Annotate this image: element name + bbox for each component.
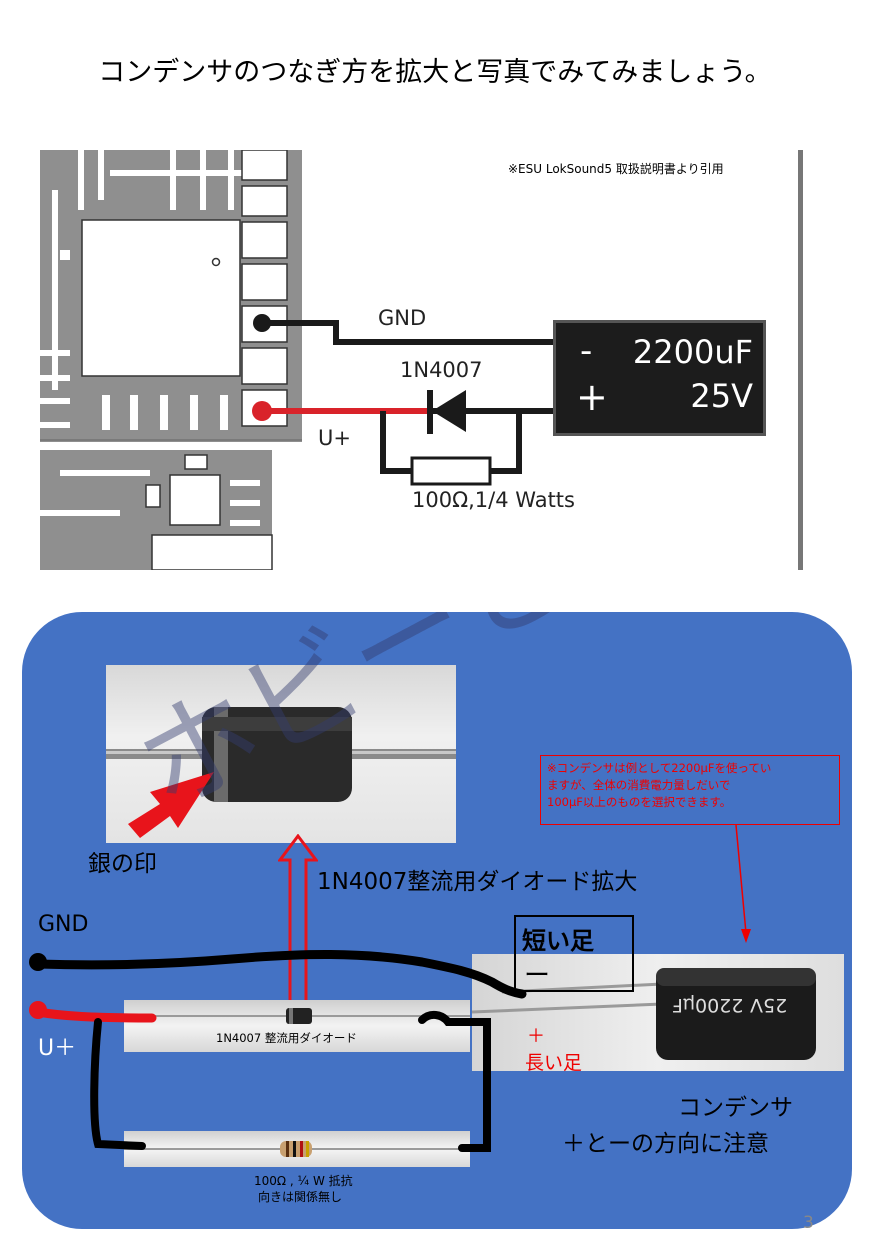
note-line-1: ※コンデンサは例として2200μFを使ってい [547, 761, 772, 775]
gnd-wire-photo [33, 950, 527, 999]
diode-strip-label: 1N4007 整流用ダイオード [216, 1031, 357, 1045]
short-leg-sign: ー [524, 961, 551, 991]
photo-u-plus-label: U＋ [38, 1036, 77, 1061]
gnd-wire [262, 320, 553, 345]
resistor-symbol [410, 456, 492, 486]
citation-note: ※ESU LokSound5 取扱説明書より引用 [508, 162, 724, 176]
gnd-dot-photo [29, 953, 47, 971]
gnd-dot [253, 314, 271, 332]
long-leg-label: 長い足 [525, 1052, 583, 1074]
diode-zoom-photo [106, 665, 456, 843]
long-lead [471, 1002, 663, 1014]
resistor-label-2: 向きは関係無し [258, 1190, 343, 1204]
diode-zoom-label: 1N4007整流用ダイオード拡大 [317, 869, 638, 895]
diode-symbol [432, 390, 466, 432]
schem-gnd-label: GND [378, 306, 427, 330]
capacitor-symbol: - + 2200uF 25V [553, 320, 766, 436]
wiring-schematic: ※ESU LokSound5 取扱説明書より引用 GND 1N4007 U+ 1… [40, 150, 810, 570]
capacitor-label-1: コンデンサ [678, 1095, 793, 1121]
silver-mark-arrow [128, 772, 214, 838]
capacitor-note: ※コンデンサは例として2200μFを使ってい ますが、全体の消費電力量しだいで … [540, 755, 840, 825]
capacitor-label-2: ＋とーの方向に注意 [562, 1131, 769, 1157]
cap-voltage: 25V [690, 377, 753, 415]
photo-panel: 銀の印 1N4007整流用ダイオード拡大 ※コンデンサは例として2200μFを使… [22, 612, 852, 1229]
resistor-wire-left [90, 1018, 146, 1150]
schem-diode-label: 1N4007 [400, 358, 483, 382]
cap-minus-sign: - [580, 331, 593, 371]
short-leg-label: 短い足 [522, 927, 594, 955]
u-plus-dot [252, 401, 272, 421]
small-ic [169, 474, 221, 526]
diode-strip-photo: 1N4007 整流用ダイオード [124, 1000, 470, 1052]
resistor-wire-right [418, 1011, 491, 1152]
schem-resistor-label: 100Ω,1/4 Watts [412, 488, 575, 512]
note-line-2: ますが、全体の消費電力量しだいで [547, 778, 731, 792]
u-plus-dot-photo [29, 1001, 47, 1019]
schem-u-plus-label: U+ [318, 426, 351, 450]
pcb-illustration [40, 150, 803, 570]
long-leg-sign: ＋ [527, 1026, 545, 1047]
cap-value: 2200uF [632, 333, 753, 371]
wiring-overlay [29, 950, 527, 1152]
page-number: 3 [803, 1213, 814, 1233]
cap-plus-sign: + [576, 375, 608, 419]
note-arrow [735, 825, 751, 943]
capacitor-body [656, 968, 816, 1060]
resistor-label-1: 100Ω , ¼ W 抵抗 [254, 1174, 353, 1188]
note-line-3: 100μF以上のものを選択できます。 [547, 795, 732, 809]
figure-border [798, 150, 803, 570]
u-plus-wire-photo [33, 1007, 157, 1023]
capacitor-photo: 2200μF 25V [471, 954, 844, 1071]
resistor-strip-photo [124, 1131, 470, 1167]
page-title: コンデンサのつなぎ方を拡大と写真でみてみましょう。 [98, 57, 772, 88]
silver-mark-label: 銀の印 [88, 851, 157, 877]
ic-chip [81, 219, 241, 377]
short-leg-box: 短い足 ー [514, 915, 634, 992]
photo-gnd-label: GND [38, 912, 89, 937]
